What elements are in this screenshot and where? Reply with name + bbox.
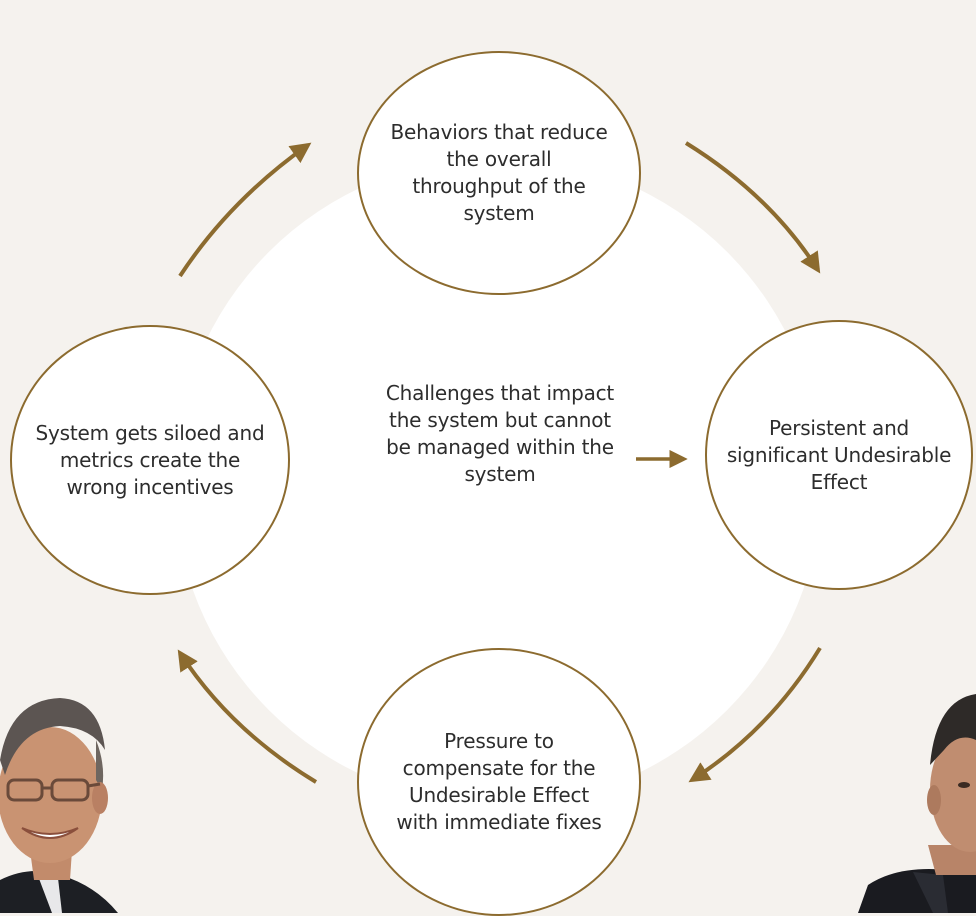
arrow-left-to-top bbox=[178, 142, 312, 278]
presenter-photo-right-image bbox=[858, 680, 976, 913]
presenter-photo-left bbox=[0, 680, 118, 913]
arrow-bottom-to-left bbox=[177, 649, 318, 784]
presenter-photo-left-image bbox=[0, 680, 118, 913]
node-behaviors-text: Behaviors that reduce the overall throug… bbox=[390, 120, 608, 225]
node-siloed-system-text: System gets siloed and metrics create th… bbox=[35, 420, 265, 499]
node-siloed-system: System gets siloed and metrics create th… bbox=[10, 325, 290, 595]
arrow-top-to-right bbox=[684, 141, 821, 274]
presenter-photo-right bbox=[858, 680, 976, 913]
arrow-right-to-bottom bbox=[688, 646, 822, 783]
node-pressure: Pressure to compensate for the Undesirab… bbox=[357, 648, 641, 916]
node-undesirable-effect-text: Persistent and significant Undesirable E… bbox=[726, 415, 952, 494]
node-undesirable-effect: Persistent and significant Undesirable E… bbox=[705, 320, 973, 590]
node-behaviors: Behaviors that reduce the overall throug… bbox=[357, 51, 641, 295]
node-pressure-text: Pressure to compensate for the Undesirab… bbox=[396, 729, 602, 834]
center-challenges-text: Challenges that impact the system but ca… bbox=[385, 381, 615, 486]
